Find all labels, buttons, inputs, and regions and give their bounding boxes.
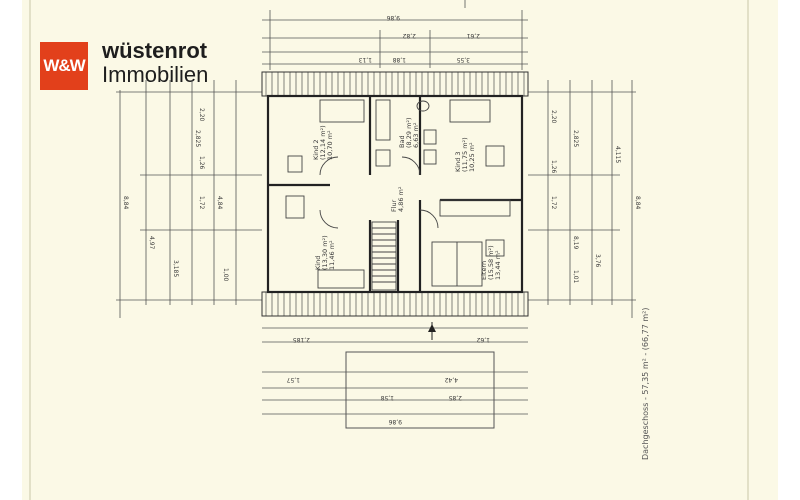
dim-label: 2,20 xyxy=(550,110,557,124)
room-label-kind2: Kind 2 (12,14 m²) 10,70 m² xyxy=(312,125,334,160)
svg-text:Kind: Kind xyxy=(314,256,322,270)
svg-text:Flur: Flur xyxy=(390,199,398,212)
svg-text:10,25 m²: 10,25 m² xyxy=(468,142,476,172)
svg-text:(13,30 m²): (13,30 m²) xyxy=(321,235,329,270)
dim-label: 4,115 xyxy=(614,146,621,163)
svg-text:Bad: Bad xyxy=(398,135,406,148)
dim-label: 4,97 xyxy=(148,236,155,250)
room-label-kind: Kind (13,30 m²) 11,46 m² xyxy=(314,235,336,270)
dim-label: 1,58 xyxy=(380,394,394,401)
dim-label: 8,84 xyxy=(122,196,129,210)
company-logo: W&W wüstenrot Immobilien xyxy=(40,38,240,92)
dim-label: 8,19 xyxy=(572,236,579,250)
dim-label: 1,00 xyxy=(222,268,229,282)
dim-label: 8,84 xyxy=(634,196,641,210)
dormer-outline xyxy=(345,351,495,429)
dim-label: 2,825 xyxy=(572,130,579,147)
svg-text:(12,14 m²): (12,14 m²) xyxy=(319,125,327,160)
dim-label: 2,185 xyxy=(293,336,310,343)
right-dimension-labels: 8,84 4,115 2,825 2,20 1,72 1,26 3,76 8,1… xyxy=(550,110,641,284)
svg-text:(11,75 m²): (11,75 m²) xyxy=(461,137,469,172)
svg-text:10,70 m²: 10,70 m² xyxy=(326,130,334,160)
svg-text:Eltern: Eltern xyxy=(480,261,488,280)
room-labels: Kind 2 (12,14 m²) 10,70 m² Bad (8,29 m²)… xyxy=(312,117,502,280)
dim-label: 3,55 xyxy=(456,56,470,63)
svg-text:Kind 2: Kind 2 xyxy=(312,139,320,160)
logo-mark-icon: W&W xyxy=(40,42,88,90)
left-dimension-labels: 8,84 4,84 4,97 3,185 2,825 2,20 1,72 1,2… xyxy=(122,108,229,282)
bottom-dimension-labels: 2,185 1,62 1,57 4,42 1,58 2,85 9,86 xyxy=(286,336,490,425)
svg-text:11,46 m²: 11,46 m² xyxy=(328,240,336,270)
room-label-kind3: Kind 3 (11,75 m²) 10,25 m² xyxy=(454,137,476,172)
floor-caption: Dachgeschoss - 57,35 m² - (66,77 m²) xyxy=(641,308,650,460)
dim-label: 2,61 xyxy=(466,32,480,39)
dim-label: 1,13 xyxy=(358,56,372,63)
dim-label: 2,825 xyxy=(194,130,201,147)
svg-text:(15,58 m²): (15,58 m²) xyxy=(487,245,495,280)
svg-text:(8,29 m²): (8,29 m²) xyxy=(405,117,413,148)
svg-text:Kind 3: Kind 3 xyxy=(454,151,462,172)
dim-label: 1,62 xyxy=(476,336,490,343)
room-label-eltern: Eltern (15,58 m²) 13,44 m² xyxy=(480,245,502,280)
section-marker-icon xyxy=(428,322,436,340)
dim-label: 3,185 xyxy=(172,260,179,277)
svg-text:13,44 m²: 13,44 m² xyxy=(494,250,502,280)
dim-label: 1,26 xyxy=(550,160,557,174)
svg-text:6,63 m²: 6,63 m² xyxy=(412,122,420,148)
room-label-bad: Bad (8,29 m²) 6,63 m² xyxy=(398,117,420,148)
roof-edges xyxy=(261,71,529,317)
dim-label: 2,82 xyxy=(402,32,416,39)
dim-label: 4,84 xyxy=(216,196,223,210)
dim-label: 1,72 xyxy=(198,196,205,210)
dim-label: 9,86 xyxy=(386,14,400,21)
dim-label: 2,85 xyxy=(448,394,462,401)
dim-label: 2,20 xyxy=(198,108,205,122)
svg-text:4,86 m²: 4,86 m² xyxy=(397,186,405,212)
company-name: wüstenrot xyxy=(102,38,208,63)
dim-label: 9,86 xyxy=(388,418,402,425)
walls xyxy=(266,94,524,294)
furniture xyxy=(285,99,511,291)
dim-label: 1,88 xyxy=(392,56,406,63)
top-dimension-labels: 9,86 3,55 2,82 2,61 1,88 1,13 xyxy=(358,14,480,63)
dim-label: 4,42 xyxy=(444,376,458,383)
dim-label: 1,72 xyxy=(550,196,557,210)
dim-label: 1,26 xyxy=(198,156,205,170)
dim-label: 3,76 xyxy=(594,254,601,268)
dimension-lines xyxy=(116,0,636,415)
dim-label: 1,57 xyxy=(286,376,300,383)
company-subtitle: Immobilien xyxy=(102,62,209,87)
room-label-flur: Flur 4,86 m² xyxy=(390,186,405,212)
dim-label: 1,01 xyxy=(572,270,579,284)
